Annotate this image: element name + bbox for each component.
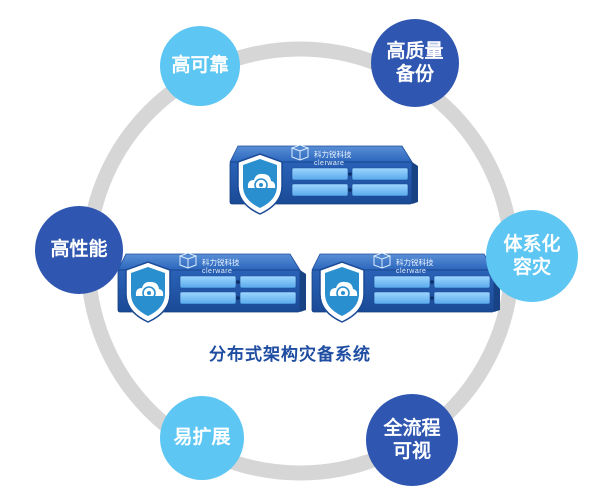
feature-node-systematic-dr: 体系化 容灾 xyxy=(486,210,578,302)
server-left: 科力锐科技 clerware xyxy=(117,252,307,323)
server-logo-label: clerware xyxy=(396,268,426,275)
server-logo-label: clerware xyxy=(202,268,232,275)
server-brand-label: 科力锐科技 xyxy=(202,257,240,267)
server-logo-label: clerware xyxy=(314,160,344,167)
server-brand-label: 科力锐科技 xyxy=(314,149,352,159)
system-caption: 分布式架构灾备系统 xyxy=(209,345,371,365)
server-brand-label: 科力锐科技 xyxy=(396,257,434,267)
feature-node-high-performance: 高性能 xyxy=(35,206,123,294)
feature-node-high-reliability: 高可靠 xyxy=(160,26,240,106)
feature-label: 体系化 容灾 xyxy=(503,232,561,278)
feature-label: 高质量 备份 xyxy=(386,39,444,85)
feature-label: 高可靠 xyxy=(171,54,229,77)
server-right: 科力锐科技 clerware xyxy=(311,252,501,323)
feature-label: 全流程 可视 xyxy=(383,416,441,462)
feature-node-full-process-visible: 全流程 可视 xyxy=(366,394,458,486)
feature-label: 高性能 xyxy=(50,238,108,261)
server-top: 科力锐科技 clerware xyxy=(229,144,419,215)
feature-node-high-quality-backup: 高质量 备份 xyxy=(371,19,459,107)
feature-node-easy-expansion: 易扩展 xyxy=(160,396,244,480)
feature-label: 易扩展 xyxy=(173,426,231,449)
